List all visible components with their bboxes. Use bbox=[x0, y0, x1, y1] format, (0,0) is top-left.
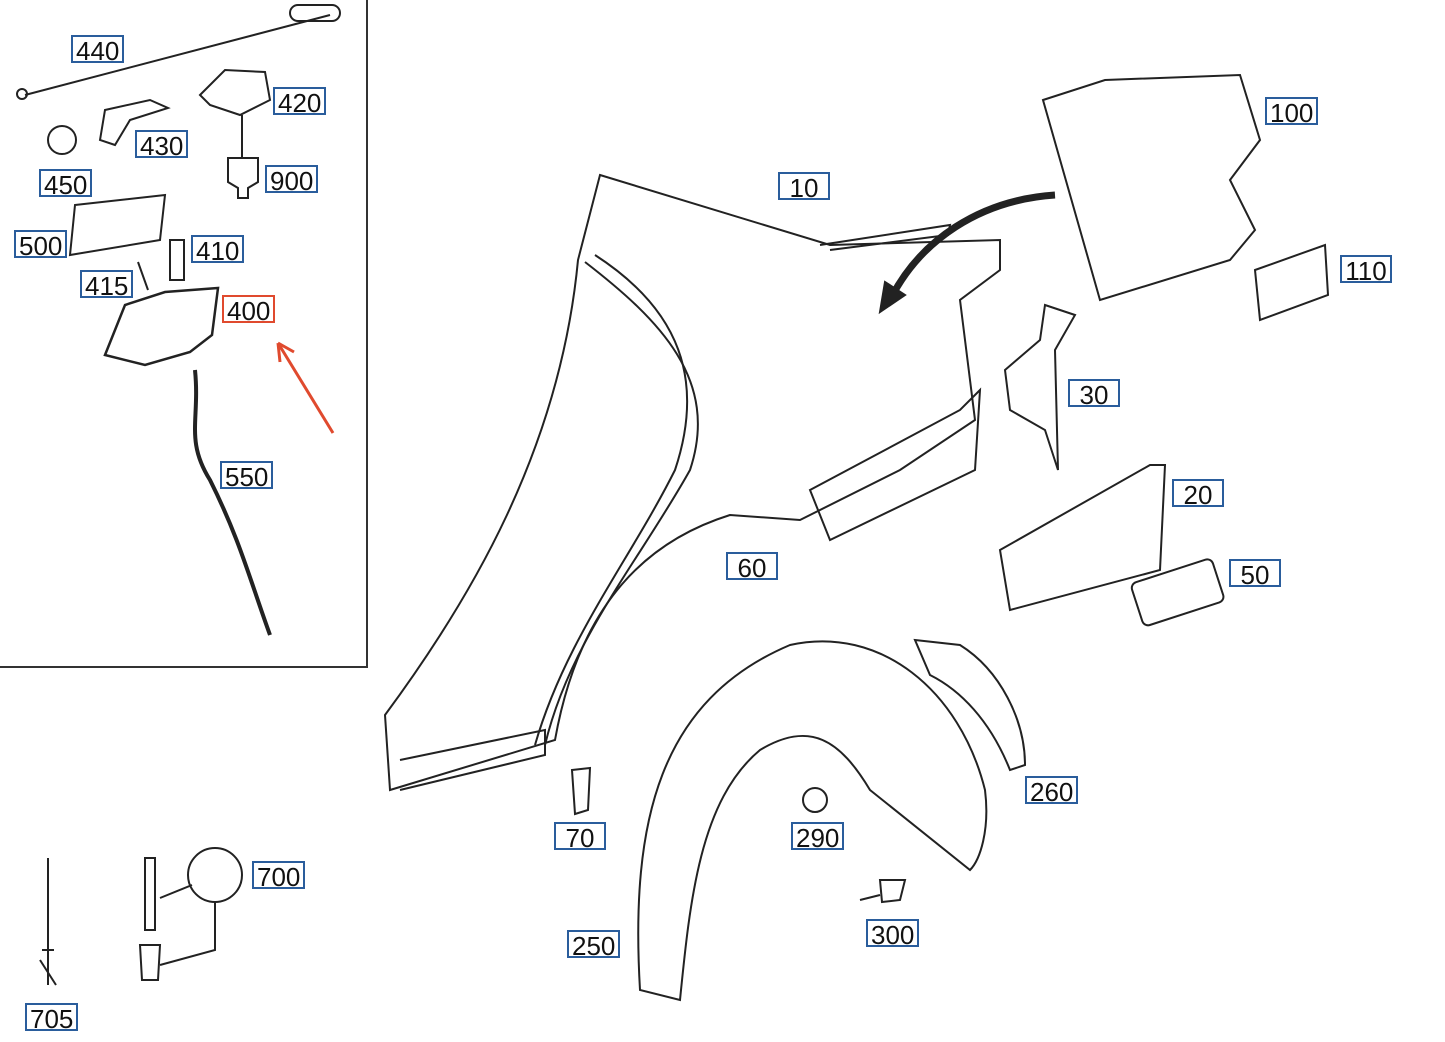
actuator-420 bbox=[198, 68, 272, 158]
arrow-curved bbox=[886, 191, 1056, 302]
part-label-430[interactable]: 430 bbox=[135, 130, 189, 160]
part-label-400-selected[interactable]: 400 bbox=[222, 295, 276, 325]
drain-hose-550 bbox=[193, 369, 272, 636]
cap-450 bbox=[47, 125, 77, 155]
vent-50 bbox=[1130, 558, 1225, 627]
part-label-415[interactable]: 415 bbox=[80, 270, 134, 300]
bracket-430 bbox=[98, 98, 171, 147]
part-label-500[interactable]: 500 bbox=[14, 230, 68, 260]
cable-440 bbox=[16, 4, 341, 100]
grommet-70 bbox=[570, 766, 592, 816]
part-label-550[interactable]: 550 bbox=[220, 461, 274, 491]
liner-260 bbox=[913, 638, 1027, 772]
clip-300 bbox=[859, 879, 907, 904]
bolt-705 bbox=[39, 858, 57, 986]
part-label-30[interactable]: 30 bbox=[1068, 379, 1120, 409]
stud-700 bbox=[138, 857, 162, 981]
clip-290 bbox=[802, 787, 828, 813]
pointer-arrow bbox=[276, 341, 335, 434]
part-label-250[interactable]: 250 bbox=[567, 930, 621, 960]
part-label-900[interactable]: 900 bbox=[265, 165, 319, 195]
part-label-20[interactable]: 20 bbox=[1172, 479, 1224, 509]
housing-400 bbox=[103, 286, 220, 367]
inner-panel bbox=[808, 387, 982, 542]
plug-900 bbox=[227, 157, 259, 199]
leader-lines bbox=[159, 884, 216, 966]
screw-415 bbox=[137, 261, 149, 291]
liner-250 bbox=[637, 640, 988, 1002]
part-label-10[interactable]: 10 bbox=[778, 172, 830, 202]
part-label-50[interactable]: 50 bbox=[1229, 559, 1281, 589]
part-label-420[interactable]: 420 bbox=[273, 87, 327, 117]
part-label-100[interactable]: 100 bbox=[1265, 97, 1319, 127]
part-label-440[interactable]: 440 bbox=[71, 35, 125, 65]
part-label-450[interactable]: 450 bbox=[39, 169, 93, 199]
arrowhead bbox=[878, 280, 907, 315]
plate-110 bbox=[1253, 243, 1330, 322]
panel-100 bbox=[1041, 73, 1262, 302]
fuel-flap-inset-frame bbox=[0, 0, 368, 668]
spring-410 bbox=[169, 239, 185, 281]
part-label-260[interactable]: 260 bbox=[1025, 776, 1079, 806]
part-label-70[interactable]: 70 bbox=[554, 822, 606, 852]
panel-20 bbox=[998, 464, 1167, 612]
part-label-410[interactable]: 410 bbox=[191, 235, 245, 265]
part-label-60[interactable]: 60 bbox=[726, 552, 778, 582]
bracket-30 bbox=[1003, 303, 1077, 471]
part-label-300[interactable]: 300 bbox=[866, 919, 920, 949]
part-label-110[interactable]: 110 bbox=[1340, 255, 1392, 285]
flap-500 bbox=[68, 193, 167, 257]
part-label-700[interactable]: 700 bbox=[252, 861, 306, 891]
wrench-icon bbox=[187, 847, 243, 903]
part-label-290[interactable]: 290 bbox=[791, 822, 845, 852]
part-label-705[interactable]: 705 bbox=[25, 1003, 79, 1033]
